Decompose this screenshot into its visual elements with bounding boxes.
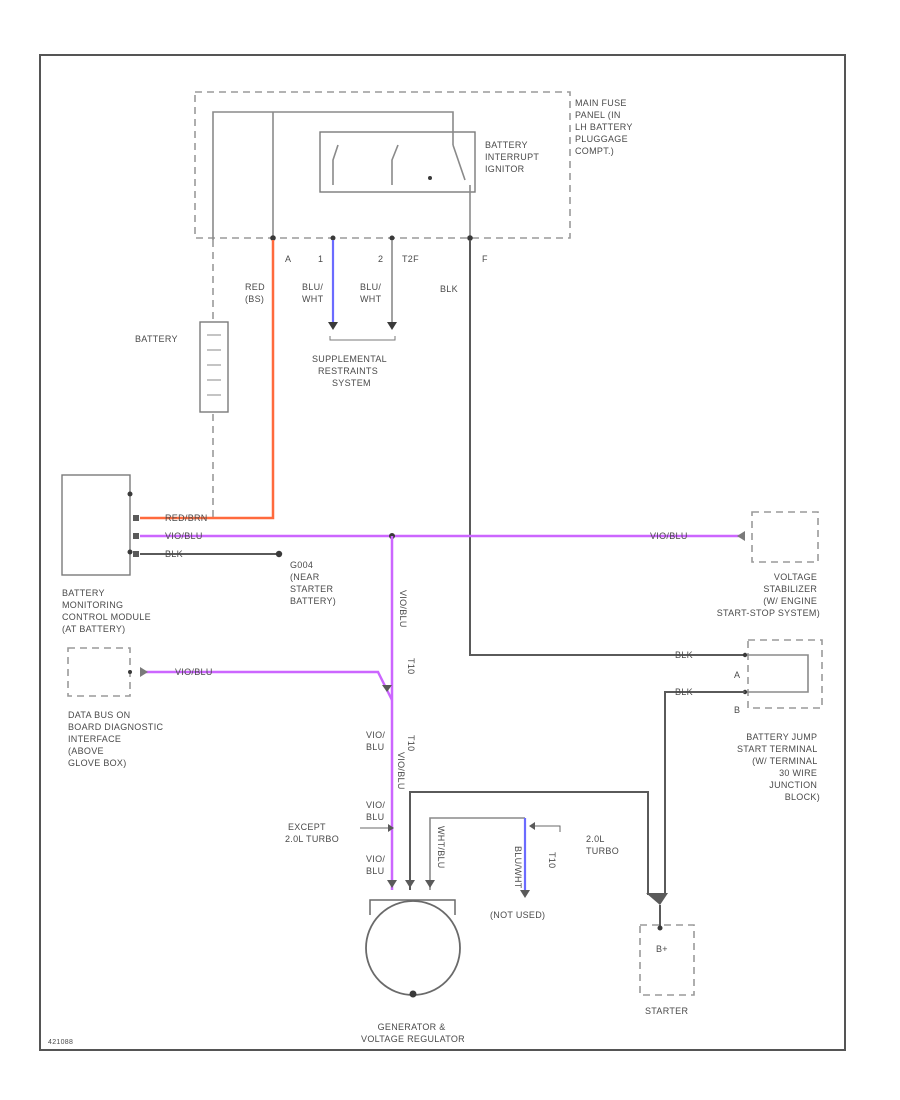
except-label: EXCEPT 2.0L TURBO (285, 822, 339, 844)
blu-wht-label-2: BLU/ WHT (360, 282, 384, 304)
jump-a (742, 652, 748, 658)
red-wire (140, 240, 275, 520)
generator-ground (409, 990, 417, 998)
node-2 (389, 235, 395, 241)
blk-label-1: BLK (165, 549, 183, 559)
srs-connector-2 (387, 322, 397, 330)
pin-2-label: 2 (378, 254, 383, 264)
blk-top-label: BLK (440, 284, 458, 294)
pin-1-label: 1 (318, 254, 323, 264)
blk-label-2: BLK (675, 650, 693, 660)
pin-b2-label: B (734, 705, 740, 715)
pin-t2f-label: T2F (402, 254, 419, 264)
diagram-frame (39, 54, 846, 1051)
gen-connector-2 (405, 880, 415, 888)
pin-f-label: F (482, 254, 488, 264)
vio-blu-label-3: VIO/BLU (398, 590, 408, 628)
vio-blu-label-8: VIO/ BLU (366, 854, 388, 876)
battery-symbol (199, 321, 229, 413)
vio-blu-label-4: VIO/BLU (175, 667, 213, 677)
main-fuse-panel-box (194, 91, 571, 239)
fuse-panel-bus (212, 111, 454, 240)
red-brn-label: RED/BRN (165, 513, 208, 523)
data-bus-connector (140, 667, 148, 677)
starter-label: STARTER (645, 1006, 688, 1016)
fuse-link-1 (332, 144, 339, 185)
pin-a-label: A (285, 254, 291, 264)
turbo-label: 2.0L TURBO (586, 834, 619, 856)
battery-jump-label: BATTERY JUMP START TERMINAL (W/ TERMINAL… (737, 732, 820, 802)
generator-bracket (369, 899, 456, 915)
vio-blu-label-1: VIO/BLU (165, 531, 203, 541)
battery-monitoring-label: BATTERY MONITORING CONTROL MODULE (AT BA… (62, 588, 154, 634)
starter-connector (646, 893, 668, 905)
battery-cells (207, 334, 221, 396)
gen-connector-1 (387, 880, 397, 888)
blk-wire-generator (409, 791, 649, 895)
blk-wire-f (469, 240, 745, 656)
main-fuse-panel-label: MAIN FUSE PANEL (IN LH BATTERY PLUGGAGE … (575, 98, 635, 156)
supplemental-label: SUPPLEMENTAL RESTRAINTS SYSTEM (312, 354, 389, 388)
wht-blu-label: WHT/BLU (436, 826, 446, 869)
red-wire-label: RED (BS) (245, 282, 268, 304)
t10-connector (382, 685, 392, 692)
starter-pin (657, 925, 663, 931)
jump-start-box (747, 639, 823, 709)
not-used-label: (NOT USED) (490, 910, 545, 920)
node-1 (330, 235, 336, 241)
g004-ground (275, 550, 283, 558)
voltage-stabilizer-label: VOLTAGE STABILIZER (W/ ENGINE START-STOP… (717, 572, 820, 618)
blk-label-3: BLK (675, 687, 693, 697)
figure-code: 421088 (48, 1039, 73, 1046)
pin-a2-label: A (734, 670, 740, 680)
vio-blu-label-5: VIO/ BLU (366, 730, 388, 752)
t10-label: T10 (406, 658, 416, 674)
turbo-pointer (535, 825, 561, 832)
stabilizer-connector (737, 531, 745, 541)
gen-connector-3 (425, 880, 435, 888)
vio-blu-label-2: VIO/BLU (650, 531, 688, 541)
srs-connector-1 (328, 322, 338, 330)
starter-box (639, 924, 695, 996)
battery-label: BATTERY (135, 334, 178, 344)
data-bus-box (67, 647, 131, 697)
g004-label: G004 (NEAR STARTER BATTERY) (290, 560, 336, 606)
generator-symbol (365, 900, 461, 996)
b-plus-label: B+ (656, 944, 668, 954)
node-a (270, 235, 276, 241)
generator-label: GENERATOR & VOLTAGE REGULATOR (361, 1022, 465, 1044)
except-arrow (388, 824, 394, 832)
bmcm-connectors (133, 515, 139, 557)
t10-3-label: T10 (547, 852, 557, 868)
fuse-link-2 (391, 144, 399, 185)
vio-blu-label-6: VIO/BLU (396, 752, 406, 790)
battery-monitoring-module (61, 474, 131, 576)
node-f (467, 235, 473, 241)
battery-interrupt-label: BATTERY INTERRUPT IGNITOR (485, 140, 542, 174)
voltage-stabilizer-box (751, 511, 819, 563)
blu-wht-label-3: BLU/WHT (513, 846, 523, 889)
data-bus-label: DATA BUS ON BOARD DIAGNOSTIC INTERFACE (… (68, 710, 166, 768)
blu-wht-label-1: BLU/ WHT (302, 282, 326, 304)
turbo-arrow (529, 822, 535, 830)
battery-interrupt-box (319, 131, 476, 193)
jump-start-link (745, 654, 809, 693)
bmcm-pin-2 (127, 549, 133, 555)
t10-2-label: T10 (406, 735, 416, 751)
data-bus-pin (128, 670, 132, 674)
wht-blu-wire (429, 817, 525, 890)
vio-blu-label-7: VIO/ BLU (366, 800, 388, 822)
bmcm-pin-1 (127, 491, 133, 497)
interrupt-switch (452, 144, 466, 181)
srs-bracket (329, 336, 396, 341)
not-used-connector (520, 890, 530, 898)
blk-wire-starter (664, 691, 745, 895)
node-igniter (428, 176, 432, 180)
